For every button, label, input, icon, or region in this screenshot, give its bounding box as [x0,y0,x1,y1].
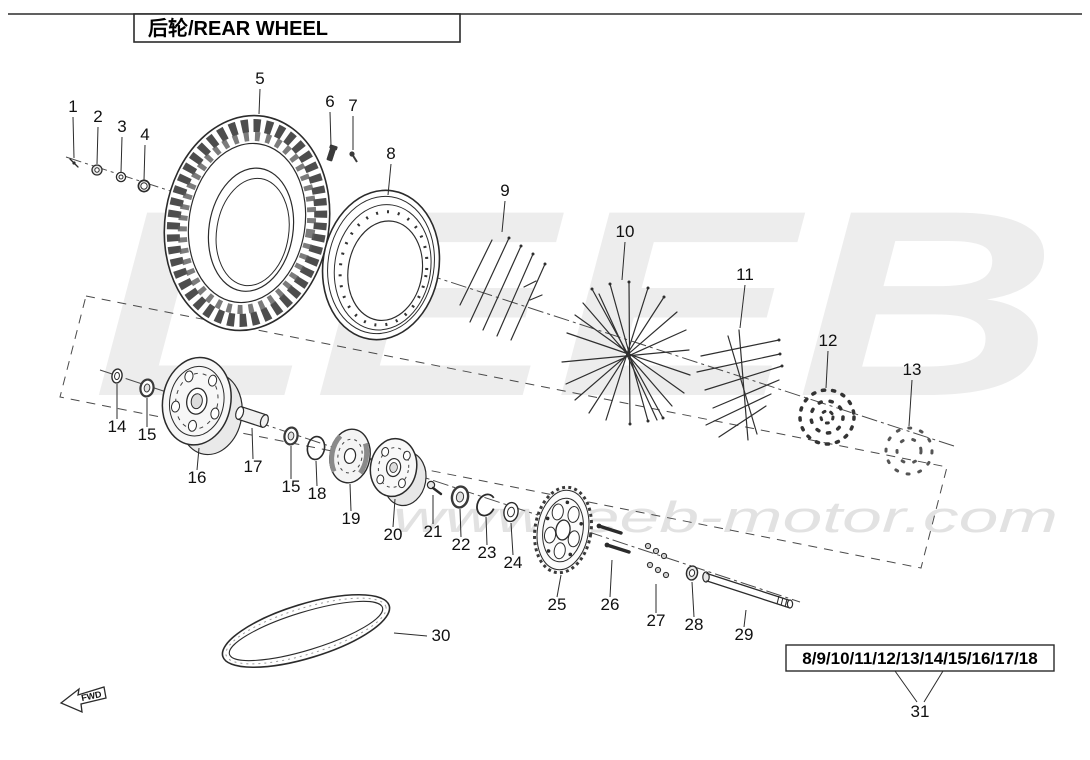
bearing-part-15 [139,378,155,398]
washer-part-14 [111,368,123,384]
callout-2: 2 [93,107,102,126]
axle-part-29 [702,571,794,609]
belt-part-30 [221,593,391,669]
callout-25: 25 [548,595,567,614]
fwd-indicator: FWD [59,686,107,714]
nipple-cluster-12 [798,388,856,446]
callout-20: 20 [384,525,403,544]
callout-23: 23 [478,543,497,562]
tire-part [163,114,331,332]
bearing-part-15b [283,426,299,446]
sprocket-part-25 [533,485,593,575]
callout-19: 19 [342,509,361,528]
fwd-arrow-icon [59,686,107,714]
callout-22: 22 [452,535,471,554]
bolt-part-21 [426,480,443,496]
page-title: 后轮/REAR WHEEL [148,16,328,40]
hub-part-16 [161,356,243,456]
callout-21: 21 [424,522,443,541]
callout-15: 15 [138,425,157,444]
callout-27: 27 [647,611,666,630]
spoke-set-9 [459,236,547,341]
callout-26: 26 [601,595,620,614]
callout-17: 17 [244,457,263,476]
spoke-set-11 [696,329,784,441]
callout-12: 12 [819,331,838,350]
callout-10: 10 [616,222,635,241]
callout-28: 28 [685,615,704,634]
nut-part-28 [685,565,699,581]
callout-16: 16 [188,468,207,487]
callout-3: 3 [117,117,126,136]
title-box [133,13,461,43]
circlip-part-23 [476,493,496,517]
callout-8: 8 [386,144,395,163]
callout-18: 18 [308,484,327,503]
reference-group: 8/9/10/11/12/13/14/15/16/17/18 31 [785,644,1055,721]
callout-30: 30 [432,626,451,645]
washer-part-24 [503,501,519,523]
callout-13: 13 [903,360,922,379]
callout-6: 6 [325,92,334,111]
watermark-url-text: www.leeb-motor.com [393,493,1058,542]
reference-plane [59,295,948,569]
callout-14: 14 [108,417,127,436]
callout-labels: 1 2 3 4 5 6 7 8 9 10 11 12 13 14 15 16 1… [68,69,921,645]
callout-29: 29 [735,625,754,644]
callout-11: 11 [736,265,754,284]
reference-group-label: 8/9/10/11/12/13/14/15/16/17/18 [802,649,1037,668]
bearing-part-22 [450,485,470,509]
callout-1: 1 [68,97,77,116]
callout-31: 31 [911,702,930,721]
reference-group-box [785,644,1055,672]
callout-5: 5 [255,69,264,88]
spacer-part-17 [235,406,269,428]
callout-15b: 15 [282,477,301,496]
carrier-part-20 [369,437,427,507]
callout-7: 7 [348,96,357,115]
callout-leaders [72,88,913,637]
damper-part-19 [329,428,371,484]
oring-part-18 [306,435,326,461]
spoke-set-10 [561,280,691,426]
stud-parts-26 [596,523,631,554]
callout-4: 4 [140,125,149,144]
callout-24: 24 [504,553,523,572]
title-block: 后轮/REAR WHEEL [8,13,1082,43]
fastener-parts-1-4 [69,158,151,193]
nut-cluster-27 [644,542,670,579]
nipple-cluster-13 [884,426,934,476]
rim-part [321,189,441,341]
fwd-label: FWD [80,689,103,703]
callout-9: 9 [500,181,509,200]
